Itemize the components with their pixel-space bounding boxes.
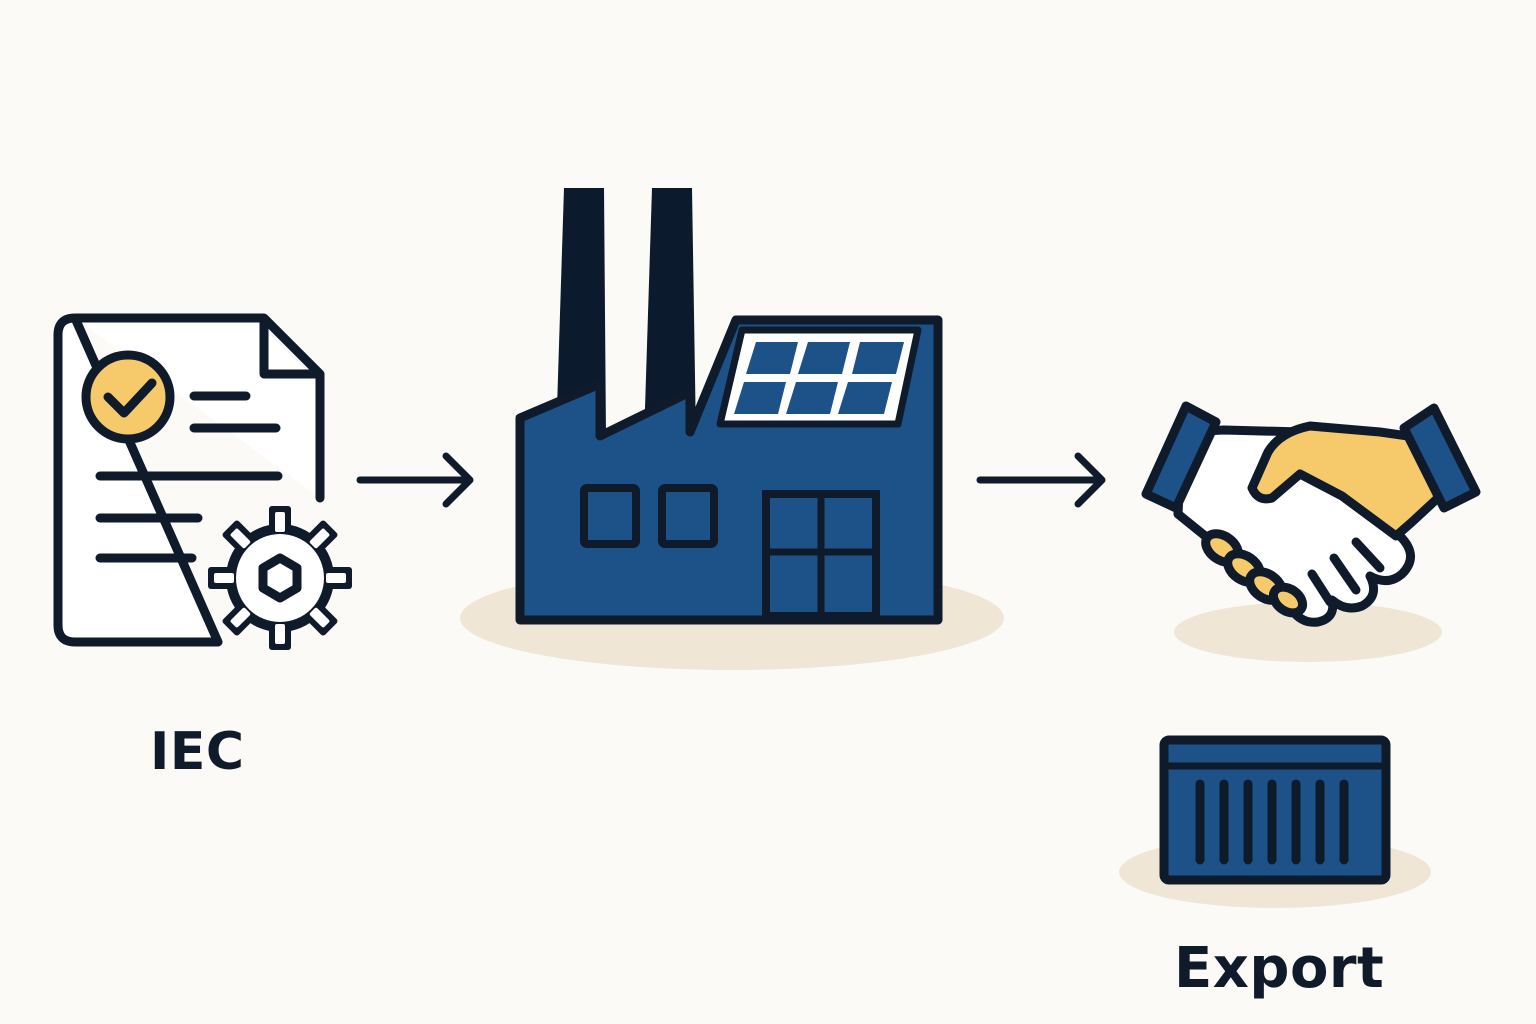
arrow-right-icon <box>976 452 1106 508</box>
export-label: Export <box>1174 936 1385 1001</box>
arrow-right-icon <box>356 452 474 508</box>
factory-window <box>658 484 718 548</box>
gear-icon <box>208 506 352 650</box>
document-check-gear-icon <box>53 313 352 650</box>
handshake-shadow <box>1174 602 1442 662</box>
solar-panel-icon <box>716 326 922 428</box>
solar-factory-icon <box>515 188 943 625</box>
check-badge-icon <box>81 350 175 444</box>
iec-label: IEC <box>150 722 245 782</box>
handshake-icon <box>1141 401 1481 627</box>
shipping-container-icon <box>1159 735 1391 885</box>
factory-window <box>580 484 640 548</box>
